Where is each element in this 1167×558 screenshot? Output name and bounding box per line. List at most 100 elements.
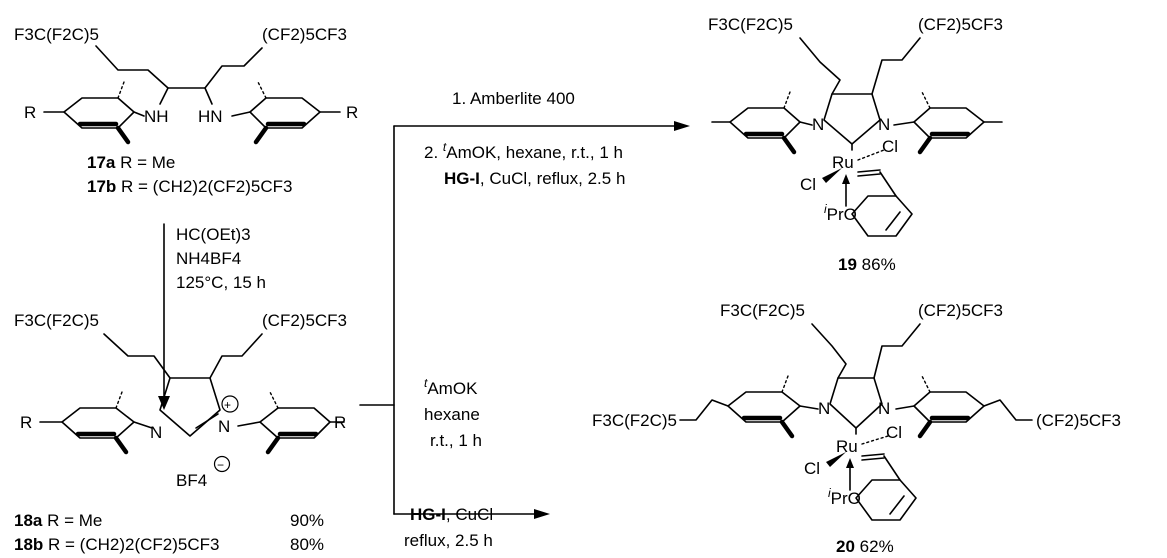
c18-counterion: BF4 (176, 471, 207, 490)
step1-arrow: HC(OEt)3 NH4BF4 125°C, 15 h (158, 223, 266, 410)
c19-ring (823, 93, 881, 145)
c18a-yield: 90% (290, 511, 324, 530)
c17-chain-left (95, 45, 169, 89)
c19-carbene-arene (879, 171, 897, 197)
c17-sub-top-left: F3C(F2C)5 (14, 25, 99, 44)
conditions-to-20: tAmOK hexane r.t., 1 h HG-I, CuCl reflux… (404, 376, 493, 550)
c18-charge: + (224, 398, 231, 412)
c19-aryl-left-ext (799, 121, 813, 126)
c20-sub-side-left: F3C(F2C)5 (592, 411, 677, 430)
c17-nh-left: NH (144, 107, 169, 126)
compound-18: F3C(F2C)5 (CF2)5CF3 N N + R R BF4 − 18a … (14, 311, 347, 554)
c18-ring-double (195, 413, 219, 429)
c19-ru: Ru (832, 153, 854, 172)
c18-charge-circle (221, 395, 239, 413)
compound-17: F3C(F2C)5 (CF2)5CF3 NH HN R R 17a R = Me… (14, 25, 358, 196)
c19-cl-left: Cl (800, 175, 816, 194)
c19-ipro: iPrO (824, 202, 857, 224)
c18-aryl-left-me-bot (113, 435, 129, 455)
c19-ru-cl-top (857, 149, 885, 161)
c19-ru-carbene-2 (857, 173, 881, 177)
c19-aryl-right-me-top (921, 91, 931, 109)
c20-ring (829, 377, 883, 429)
c20-sub-top-right: (CF2)5CF3 (918, 301, 1003, 320)
c19-chain-right (871, 37, 921, 95)
c19-sub-top-right: (CF2)5CF3 (918, 15, 1003, 34)
c20-arene (855, 479, 917, 521)
c18-n-left: N (150, 423, 162, 442)
c18-n-right: N (218, 417, 230, 436)
c17-nh-right: HN (198, 107, 223, 126)
c20-ru-carbene-2 (861, 457, 885, 461)
to20-cond-3: r.t., 1 h (430, 431, 482, 450)
c20-ru-carbene-1 (861, 453, 885, 457)
c19-ru-cl-left (822, 168, 842, 183)
c20-sub-top-left: F3C(F2C)5 (720, 301, 805, 320)
branch-arrows (359, 121, 690, 519)
c20-chain-left (811, 323, 847, 379)
c19-arene-inner (885, 211, 901, 231)
c20-aryl-left-ext (799, 405, 819, 410)
c19-label: 19 86% (838, 255, 896, 274)
c18-counterion-charge: − (217, 458, 224, 472)
c18b-yield: 80% (290, 535, 324, 554)
compound-20: F3C(F2C)5 (CF2)5CF3 N N F3C(F2C)5 (CF2)5… (592, 301, 1121, 556)
c18-chain-left (103, 333, 171, 379)
c17-bond-left (159, 87, 169, 105)
c17-sub-top-right: (CF2)5CF3 (262, 25, 347, 44)
c20-aryl-right-me-bot (917, 419, 933, 439)
c17-aryl-right-ext (231, 111, 251, 117)
c19-o-arrowhead (842, 174, 850, 184)
c19-chain-left (799, 37, 841, 95)
c17-aryl-right-me-bot (253, 125, 269, 145)
c19-aryl-right-me-bot (917, 135, 933, 155)
c20-n-left: N (818, 399, 830, 418)
c20-arene-inner (889, 495, 905, 515)
step1-cond-3: 125°C, 15 h (176, 273, 266, 292)
c18-chain-right (209, 333, 263, 379)
c18-aryl-left-me-top (115, 391, 123, 409)
to19-cond-3: HG-I, CuCl, reflux, 2.5 h (444, 169, 625, 188)
c18b-label: 18b R = (CH2)2(CF2)5CF3 (14, 535, 219, 554)
c17b-label: 17b R = (CH2)2(CF2)5CF3 (87, 177, 292, 196)
c18a-label: 18a R = Me (14, 511, 102, 530)
c17-aryl-left-me-bot (115, 125, 131, 145)
step1-arrowhead (158, 396, 170, 410)
c17-bond-right (204, 87, 213, 105)
c19-aryl-left-me-bot (781, 135, 797, 155)
c18-aryl-right-me-top (269, 391, 279, 409)
c17a-label: 17a R = Me (87, 153, 175, 172)
c17-aryl-left-me-top (117, 81, 125, 99)
c18-ring (159, 377, 221, 437)
c19-aryl-right-ext (893, 121, 915, 126)
conditions-to-19: 1. Amberlite 400 2. tAmOK, hexane, r.t.,… (424, 89, 625, 188)
c20-ru-cl-top (861, 435, 889, 445)
c18-r-left: R (20, 413, 32, 432)
c18-aryl-right-me-bot (265, 435, 281, 455)
c20-cl-left: Cl (804, 459, 820, 478)
arrowhead-to-20 (534, 509, 550, 519)
c20-chain-side-right (983, 399, 1033, 421)
c20-ipro: iPrO (828, 486, 861, 508)
c19-sub-top-left: F3C(F2C)5 (708, 15, 793, 34)
to19-cond-2: 2. tAmOK, hexane, r.t., 1 h (424, 140, 623, 162)
c19-n-left: N (812, 115, 824, 134)
c20-chain-right (873, 323, 921, 379)
c20-ru: Ru (836, 437, 858, 456)
c19-cl-top: Cl (882, 137, 898, 156)
step1-cond-2: NH4BF4 (176, 249, 241, 268)
c20-aryl-right-ext (895, 405, 915, 410)
c19-ru-carbene-1 (857, 169, 881, 173)
c19-arene (851, 195, 913, 237)
c18-sub-top-left: F3C(F2C)5 (14, 311, 99, 330)
c20-o-arrowhead (846, 458, 854, 468)
c20-carbene-arene (883, 455, 901, 481)
to20-cond-2: hexane (424, 405, 480, 424)
c20-aryl-left-me-bot (779, 419, 795, 439)
c17-r-right: R (346, 103, 358, 122)
c20-chain-side-left (679, 399, 729, 421)
c19-aryl-left-me-top (783, 91, 791, 109)
c18-aryl-left-ext (133, 421, 153, 429)
to19-cond-1: 1. Amberlite 400 (452, 89, 575, 108)
